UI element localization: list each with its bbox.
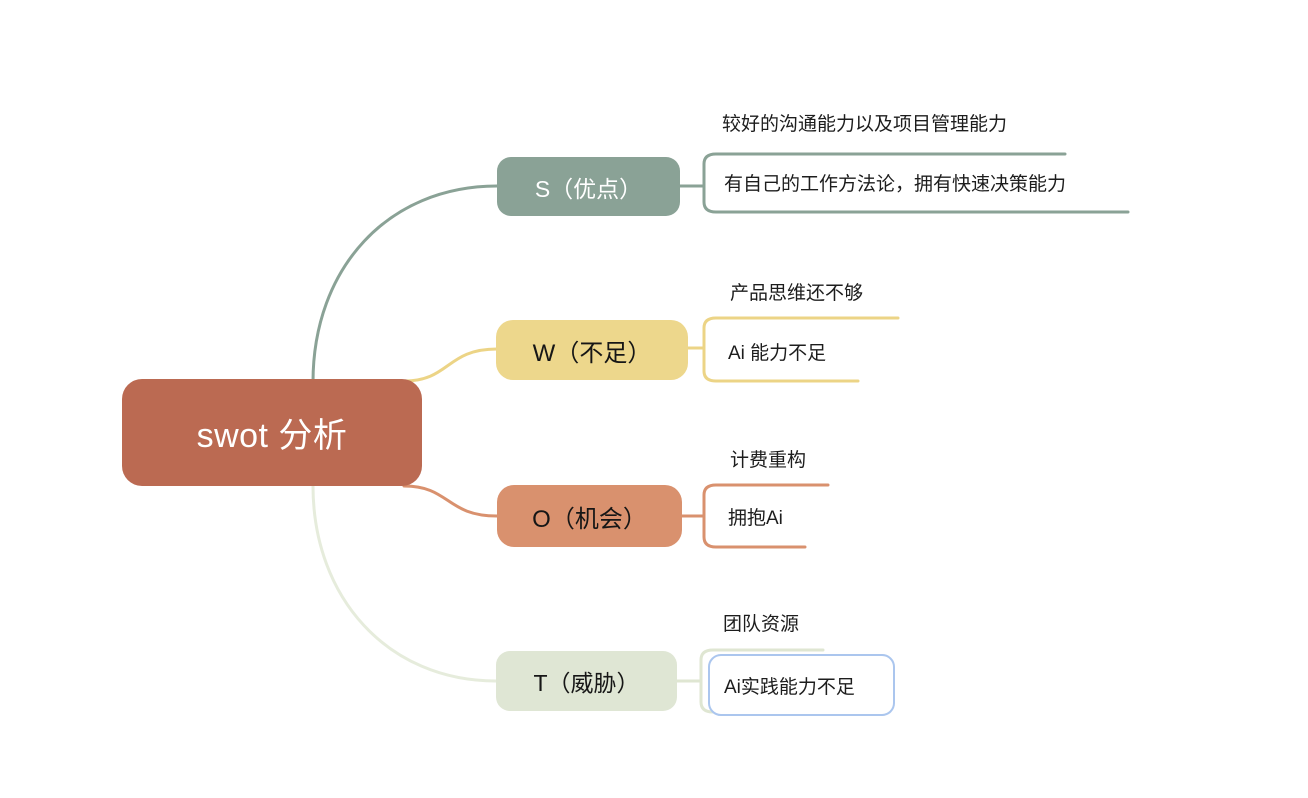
subtopic-o-1[interactable]: 计费重构: [730, 450, 807, 471]
subtopic-t-2-selected[interactable]: Ai实践能力不足: [708, 654, 895, 716]
branch-topic-w-label: W（不足）: [532, 339, 652, 367]
subtopic-t-2-label: Ai实践能力不足: [724, 676, 855, 698]
branch-topic-t-label: T（威胁）: [533, 670, 640, 696]
branch-topic-s[interactable]: S（优点）: [497, 157, 680, 216]
connector-root-to-s: [311, 184, 499, 384]
subtopic-s-1[interactable]: 较好的沟通能力以及项目管理能力: [722, 114, 1008, 135]
branch-topic-w[interactable]: W（不足）: [496, 320, 688, 380]
subtopic-o-2[interactable]: 拥抱Ai: [728, 508, 783, 529]
root-topic-label: swot 分析: [196, 417, 348, 455]
subtopic-s-2[interactable]: 有自己的工作方法论，拥有快速决策能力: [724, 174, 1067, 195]
connector-root-to-t: [311, 484, 498, 683]
subtopic-w-2[interactable]: Ai 能力不足: [728, 343, 827, 364]
branch-topic-o[interactable]: O（机会）: [497, 485, 682, 547]
branch-topic-t[interactable]: T（威胁）: [496, 651, 677, 711]
root-topic[interactable]: swot 分析: [122, 379, 422, 486]
subtopic-w-1[interactable]: 产品思维还不够: [730, 283, 864, 304]
branch-topic-s-label: S（优点）: [534, 175, 643, 202]
connector-root-to-w: [402, 347, 499, 383]
subtopic-t-1[interactable]: 团队资源: [723, 614, 800, 635]
connector-root-to-o: [402, 484, 499, 518]
branch-topic-o-label: O（机会）: [532, 505, 647, 533]
